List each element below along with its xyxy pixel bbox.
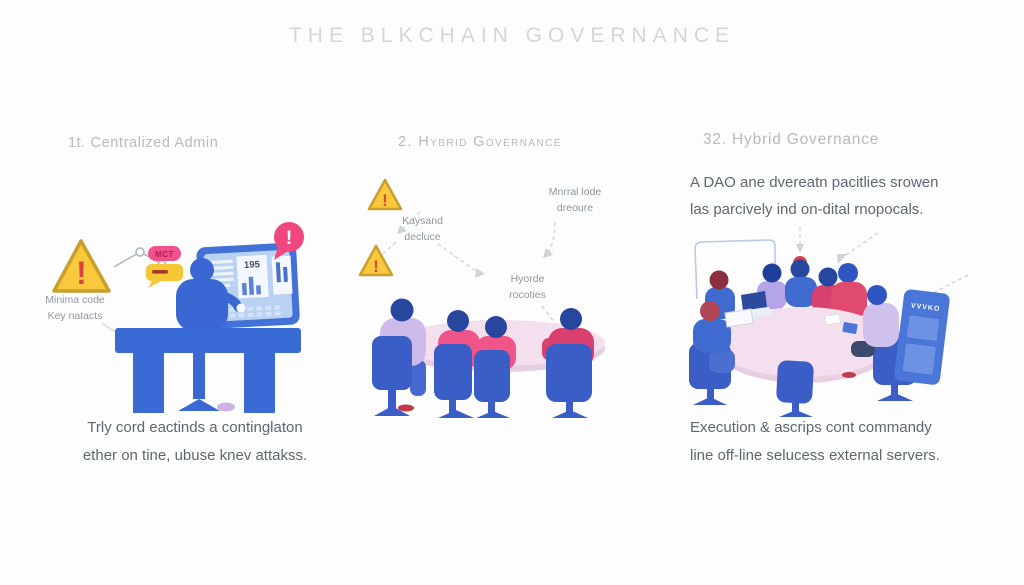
tag-bubble-icon: MCT — [148, 246, 181, 261]
panel3-caption: Execution & ascrips cont commandy line o… — [690, 419, 940, 464]
admin-person — [176, 258, 246, 331]
person-front-left — [689, 301, 754, 405]
screen-bar-chart-icon — [241, 276, 262, 296]
screen-column-panel — [271, 255, 293, 295]
person-left — [372, 298, 426, 416]
panel1-heading: 1t. Centralized Admin — [68, 135, 219, 151]
svg-text:!: ! — [373, 257, 379, 276]
desk — [115, 328, 301, 413]
panel3-heading: 32. Hybrid Governance — [703, 131, 880, 148]
alert-bubble-icon: ! — [274, 222, 304, 260]
screen-stat-value: 195 — [244, 259, 261, 271]
hybrid-governance-illustration: ! ! — [358, 178, 605, 418]
whiteboard-outline — [694, 239, 776, 300]
person-right — [542, 308, 594, 418]
panel2-note-top: Mnrral lode dreoure — [548, 186, 602, 215]
tag-bubble-label: MCT — [155, 250, 174, 259]
shoe — [217, 402, 235, 412]
dashed-arrows — [799, 227, 969, 296]
paper-sheet — [824, 313, 841, 326]
person-mid-left — [434, 310, 480, 418]
message-bubble-icon — [146, 264, 183, 288]
empty-chair — [776, 360, 814, 417]
vote-card: VVVKO — [894, 289, 950, 385]
person-red-cap — [785, 256, 817, 307]
dao-meeting-illustration: VVVKO — [689, 227, 969, 417]
panel2-heading: 2. Hybrid Governance — [398, 134, 562, 150]
pointing-hand — [236, 303, 246, 313]
panel2-note-left: Kaysand decluce — [402, 215, 443, 244]
panel2-note-bottom: Hyorde rocoties — [509, 273, 546, 302]
person-blue-cap-red-shirt — [831, 263, 867, 318]
chair — [178, 353, 220, 411]
warning-icon-top: ! — [367, 178, 403, 211]
screen-column-bars-icon — [275, 262, 288, 283]
centralized-admin-illustration: ! 195 — [52, 222, 304, 413]
alert-bubble-mark: ! — [286, 228, 292, 249]
warning-icon: ! — [52, 239, 111, 293]
panel3-intro: A DAO ane dvereatn pacitlies srowen las … — [690, 174, 939, 218]
svg-text:!: ! — [382, 191, 388, 210]
person-mid-right — [474, 316, 516, 418]
panel1-warning-note: Minima code Key natacts — [45, 294, 105, 323]
warning-exclamation: ! — [76, 255, 87, 291]
panel1-caption: Trly cord eactinds a continglaton ether … — [82, 419, 308, 464]
warning-icon-bottom: ! — [358, 244, 394, 277]
page-title: THE BLKCHAIN GOVERNANCE — [288, 24, 736, 47]
vote-card-label: VVVKO — [911, 303, 941, 314]
